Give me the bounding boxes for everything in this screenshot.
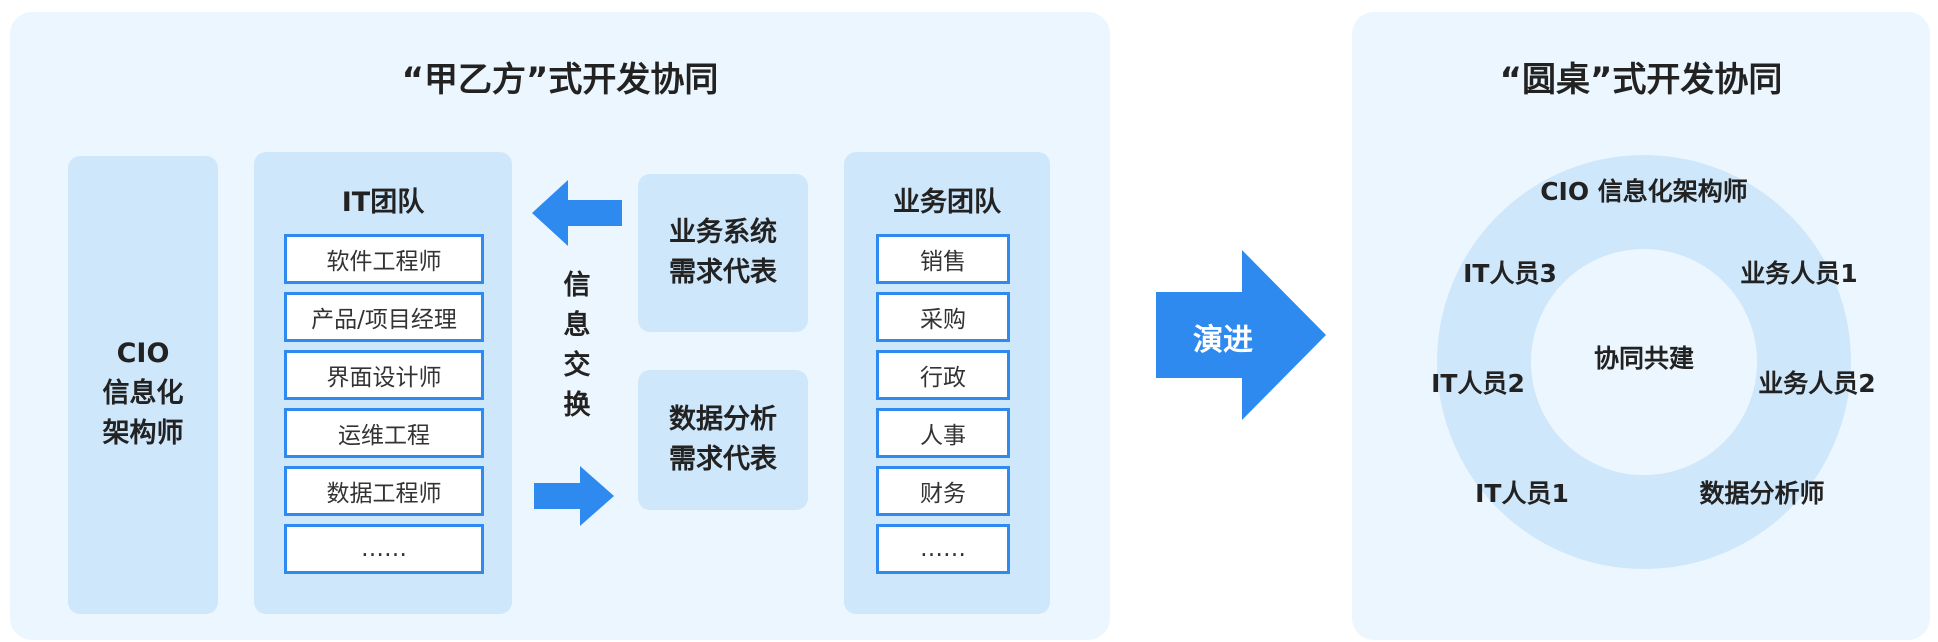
ring-label-it1: IT人员1 [1475, 479, 1569, 508]
business-rep-line: 业务系统 [669, 217, 777, 248]
ring-label-cio: CIO 信息化架构师 [1540, 177, 1748, 206]
business-role-item: 销售 [876, 234, 1010, 284]
business-team-box: 业务团队 销售 采购 行政 人事 财务 …… [844, 152, 1050, 614]
it-role-item: 运维工程 [284, 408, 484, 458]
it-role-item: 产品/项目经理 [284, 292, 484, 342]
business-role-item: 人事 [876, 408, 1010, 458]
it-role-item: …… [284, 524, 484, 574]
ring-label-it3: IT人员3 [1463, 259, 1557, 288]
business-rep-line: 需求代表 [669, 257, 777, 288]
business-role-item: 财务 [876, 466, 1010, 516]
it-team-title: IT团队 [341, 187, 425, 218]
cio-label: CIO 信息化 架构师 [68, 334, 218, 454]
round-table-ring [1437, 155, 1851, 569]
it-role-item: 数据工程师 [284, 466, 484, 516]
arrow-left-icon [532, 180, 622, 246]
left-panel-title: “甲乙方”式开发协同 [401, 60, 719, 100]
business-role-item: 采购 [876, 292, 1010, 342]
cio-line: 架构师 [102, 418, 184, 449]
business-role-item: 行政 [876, 350, 1010, 400]
ring-label-biz2: 业务人员2 [1758, 369, 1876, 398]
business-team-title: 业务团队 [893, 187, 1001, 218]
cio-box: CIO 信息化 架构师 [68, 156, 218, 614]
data-rep-line: 数据分析 [669, 404, 777, 435]
ring-center-label: 协同共建 [1593, 344, 1695, 373]
business-role-item: …… [876, 524, 1010, 574]
it-role-item: 软件工程师 [284, 234, 484, 284]
it-role-item: 界面设计师 [284, 350, 484, 400]
data-rep-box: 数据分析 需求代表 [638, 370, 808, 510]
cio-line: CIO [116, 338, 170, 369]
data-rep-line: 需求代表 [669, 444, 777, 475]
evolve-label: 演进 [1193, 323, 1253, 358]
evolve-arrow-icon [1156, 250, 1326, 420]
right-panel-title: “圆桌”式开发协同 [1499, 60, 1783, 100]
cio-line: 信息化 [102, 378, 184, 409]
ring-label-analyst: 数据分析师 [1699, 479, 1825, 508]
info-exchange-label: 信 息 交 换 [557, 266, 597, 426]
ring-label-it2: IT人员2 [1431, 369, 1525, 398]
right-panel: “圆桌”式开发协同 协同共建 CIO 信息化架构师 IT人员3 业务人员1 IT… [1352, 12, 1930, 640]
info-exchange-char: 信 [563, 270, 591, 301]
business-rep-box: 业务系统 需求代表 [638, 174, 808, 332]
info-exchange-char: 交 [563, 350, 591, 381]
info-exchange-char: 息 [563, 310, 591, 341]
left-panel: “甲乙方”式开发协同 CIO 信息化 架构师 IT团队 软件工程师 产品/项目经… [10, 12, 1110, 640]
info-exchange-char: 换 [563, 390, 591, 421]
ring-label-biz1: 业务人员1 [1740, 259, 1858, 288]
it-team-box: IT团队 软件工程师 产品/项目经理 界面设计师 运维工程 数据工程师 …… [254, 152, 512, 614]
arrow-right-icon [534, 466, 614, 526]
